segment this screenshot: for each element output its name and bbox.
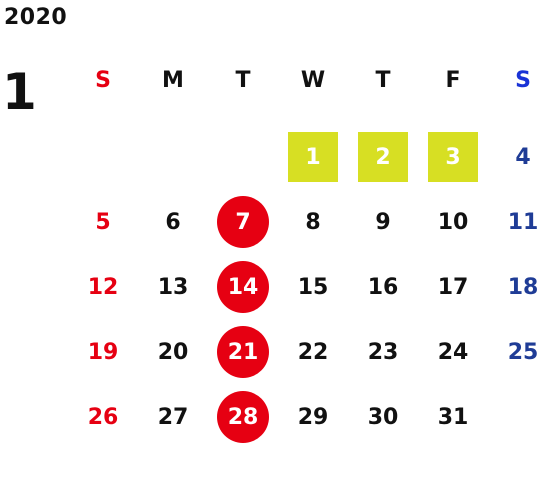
year-label: 2020 [4, 5, 68, 30]
day-cell[interactable]: 27 [138, 385, 208, 449]
day-number: 4 [515, 144, 531, 170]
day-number: 21 [227, 339, 259, 365]
day-cell[interactable]: 21 [208, 320, 278, 384]
day-number: 1 [305, 144, 321, 170]
day-cell[interactable]: 1 [278, 125, 348, 189]
weekday-label: S [515, 67, 531, 93]
weekday-label: T [375, 67, 391, 93]
day-cell[interactable]: 17 [418, 255, 488, 319]
day-cell[interactable]: 7 [208, 190, 278, 254]
day-number: 12 [87, 274, 119, 300]
day-cell[interactable]: 3 [418, 125, 488, 189]
day-cell[interactable]: 20 [138, 320, 208, 384]
day-cell[interactable]: 18 [488, 255, 548, 319]
weekday-header: S [68, 50, 138, 110]
day-cell[interactable]: 6 [138, 190, 208, 254]
day-cell[interactable]: 25 [488, 320, 548, 384]
day-cell[interactable]: 30 [348, 385, 418, 449]
day-number: 25 [507, 339, 539, 365]
day-number: 31 [437, 404, 469, 430]
weekday-header: T [208, 50, 278, 110]
day-number: 2 [375, 144, 391, 170]
day-number: 30 [367, 404, 399, 430]
day-number: 22 [297, 339, 329, 365]
circle-marker [217, 196, 269, 248]
day-cell[interactable]: 28 [208, 385, 278, 449]
weekday-header: W [278, 50, 348, 110]
circle-marker [217, 261, 269, 313]
day-cell[interactable]: 19 [68, 320, 138, 384]
weekday-label: T [235, 67, 251, 93]
day-number: 13 [157, 274, 189, 300]
day-number: 28 [227, 404, 259, 430]
day-cell[interactable]: 13 [138, 255, 208, 319]
weekday-label: S [95, 67, 111, 93]
weekday-label: M [162, 67, 184, 93]
day-number: 15 [297, 274, 329, 300]
day-number: 16 [367, 274, 399, 300]
day-cell[interactable]: 14 [208, 255, 278, 319]
month-label: 1 [2, 63, 37, 121]
day-number: 8 [305, 209, 321, 235]
day-cell[interactable]: 24 [418, 320, 488, 384]
day-number: 7 [235, 209, 251, 235]
day-number: 17 [437, 274, 469, 300]
circle-marker [217, 391, 269, 443]
weekday-label: F [445, 67, 461, 93]
day-cell[interactable]: 2 [348, 125, 418, 189]
day-cell[interactable]: 12 [68, 255, 138, 319]
day-number: 10 [437, 209, 469, 235]
day-cell[interactable]: 10 [418, 190, 488, 254]
day-number: 27 [157, 404, 189, 430]
day-cell[interactable]: 4 [488, 125, 548, 189]
day-cell[interactable]: 31 [418, 385, 488, 449]
day-number: 5 [95, 209, 111, 235]
circle-marker [217, 326, 269, 378]
day-cell[interactable]: 11 [488, 190, 548, 254]
day-cell[interactable]: 16 [348, 255, 418, 319]
day-number: 3 [445, 144, 461, 170]
day-number: 26 [87, 404, 119, 430]
day-number: 29 [297, 404, 329, 430]
holiday-marker [358, 132, 408, 182]
day-number: 24 [437, 339, 469, 365]
day-cell[interactable]: 5 [68, 190, 138, 254]
day-cell[interactable]: 22 [278, 320, 348, 384]
day-cell[interactable]: 23 [348, 320, 418, 384]
day-number: 6 [165, 209, 181, 235]
day-cell[interactable]: 8 [278, 190, 348, 254]
day-number: 20 [157, 339, 189, 365]
weekday-header: M [138, 50, 208, 110]
day-number: 18 [507, 274, 539, 300]
weekday-header: F [418, 50, 488, 110]
holiday-marker [428, 132, 478, 182]
weekday-header: T [348, 50, 418, 110]
day-number: 9 [375, 209, 391, 235]
day-number: 23 [367, 339, 399, 365]
day-cell[interactable]: 15 [278, 255, 348, 319]
day-number: 14 [227, 274, 259, 300]
day-number: 11 [507, 209, 539, 235]
weekday-label: W [300, 67, 326, 93]
day-cell[interactable]: 29 [278, 385, 348, 449]
holiday-marker [288, 132, 338, 182]
day-cell[interactable]: 26 [68, 385, 138, 449]
day-cell[interactable]: 9 [348, 190, 418, 254]
day-number: 19 [87, 339, 119, 365]
weekday-header: S [488, 50, 548, 110]
